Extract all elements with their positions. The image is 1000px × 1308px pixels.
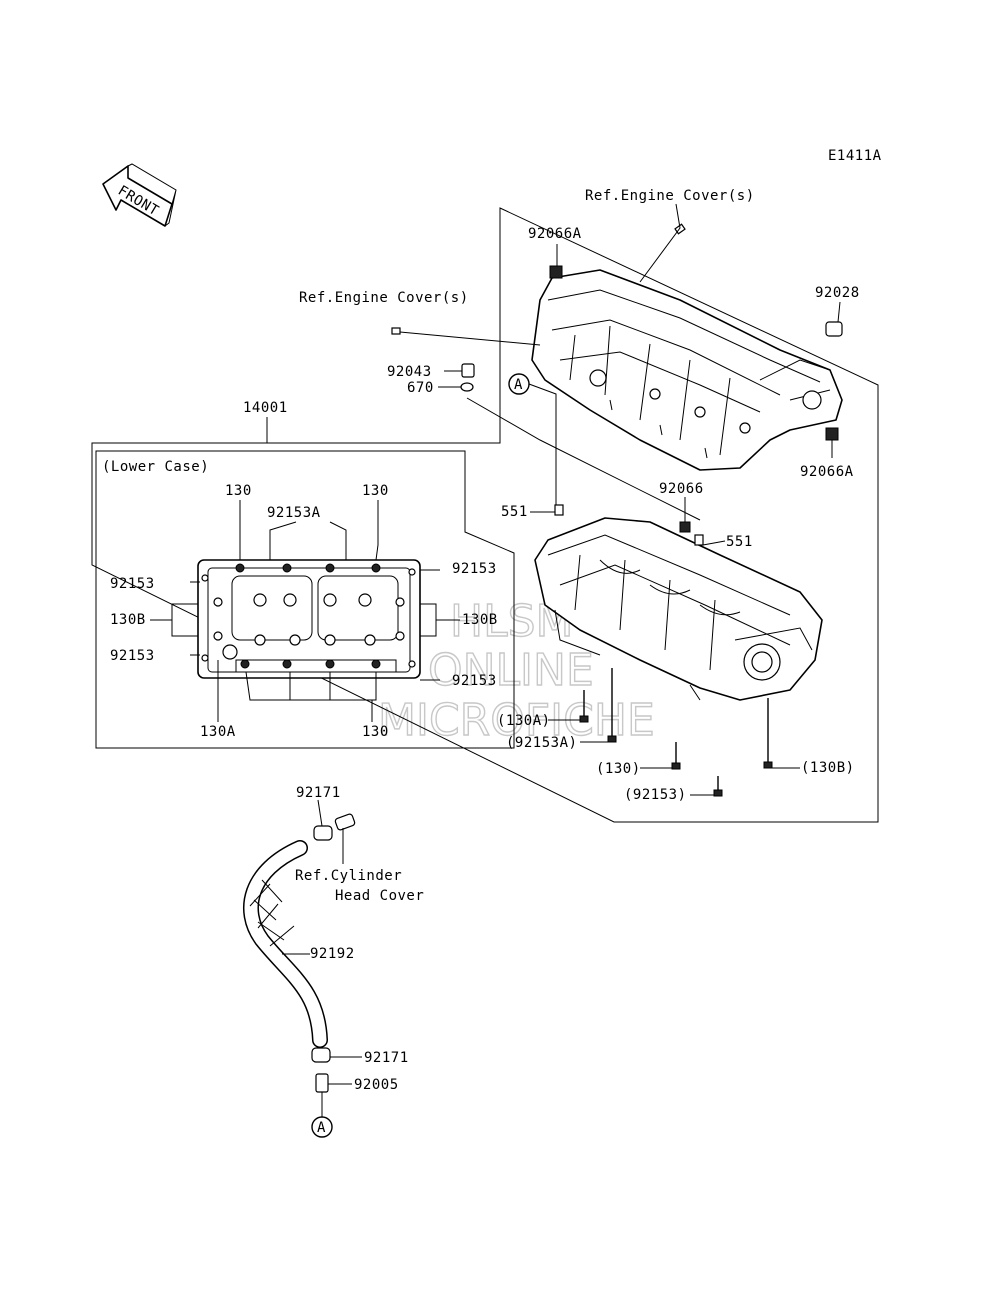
diagram-id: E1411A	[828, 148, 882, 164]
bolt-92153	[713, 776, 723, 797]
bolt-92153A	[607, 668, 617, 743]
label-92153-top-right: 92153	[452, 561, 497, 577]
label-ref-engine-cover-top: Ref.Engine Cover(s)	[585, 188, 755, 204]
label-92153-bottom-left: 92153	[110, 648, 155, 664]
label-130A-paren: (130A)	[497, 713, 551, 729]
upper-crankcase	[531, 269, 843, 471]
label-ref-cylinder: Ref.Cylinder	[295, 868, 402, 884]
lower-case-plan	[197, 559, 421, 679]
label-92043: 92043	[387, 364, 432, 380]
label-92153A-paren: (92153A)	[506, 735, 577, 751]
label-14001: 14001	[243, 400, 288, 416]
lower-crankcase-perspective	[534, 517, 823, 701]
label-551-right: 551	[726, 534, 753, 550]
label-92171-bottom: 92171	[364, 1050, 409, 1066]
label-130A: 130A	[200, 724, 236, 740]
label-92066A-top: 92066A	[528, 226, 582, 242]
leader-lines	[150, 203, 841, 1117]
label-130-bottom: 130	[362, 724, 389, 740]
ref-a-lower: A	[311, 1116, 333, 1138]
label-ref-engine-cover-left: Ref.Engine Cover(s)	[299, 290, 469, 306]
label-130B-right: 130B	[462, 612, 498, 628]
bolt-130B	[763, 698, 773, 769]
watermark-line-2: ONLINE	[428, 645, 594, 696]
breather-hose	[242, 813, 356, 1093]
front-arrow-icon: FRONT	[102, 163, 177, 227]
label-670: 670	[407, 380, 434, 396]
label-92028: 92028	[815, 285, 860, 301]
label-head-cover: Head Cover	[335, 888, 424, 904]
callout-labels: Ref.Engine Cover(s) 92066A 92028 Ref.Eng…	[102, 188, 860, 1093]
label-130B-left: 130B	[110, 612, 146, 628]
label-92066A-right: 92066A	[800, 464, 854, 480]
label-551-left: 551	[501, 504, 528, 520]
label-92153-bottom-right: 92153	[452, 673, 497, 689]
small-parts	[391, 223, 843, 797]
bolt-130A	[579, 690, 589, 723]
label-92192: 92192	[310, 946, 355, 962]
bolt-130	[671, 742, 681, 770]
label-130-paren: (130)	[596, 761, 641, 777]
ref-a-lower-label: A	[317, 1120, 326, 1136]
label-130-left: 130	[225, 483, 252, 499]
label-92153A: 92153A	[267, 505, 321, 521]
label-130B-paren: (130B)	[801, 760, 855, 776]
label-92153-paren: (92153)	[624, 787, 687, 803]
assembly-outline	[91, 207, 879, 823]
label-92005: 92005	[354, 1077, 399, 1093]
label-92171-top: 92171	[296, 785, 341, 801]
label-lower-case: (Lower Case)	[102, 459, 209, 475]
label-92153-top-left: 92153	[110, 576, 155, 592]
label-130-right: 130	[362, 483, 389, 499]
ref-a-upper: A	[508, 373, 530, 395]
label-92066: 92066	[659, 481, 704, 497]
ref-a-upper-label: A	[514, 377, 523, 393]
